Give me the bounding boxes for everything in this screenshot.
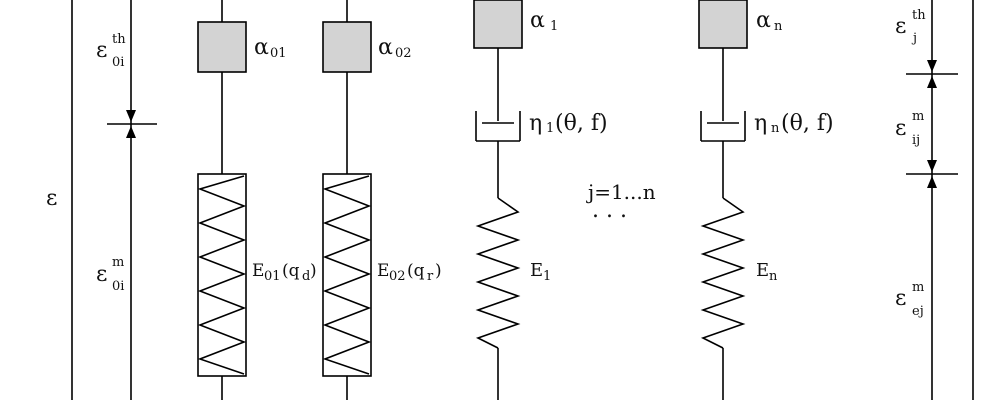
branch-01-spring-zigzag [197,175,247,375]
alpha-n-symbol: α [756,8,771,33]
right-arrow-2-down [927,160,937,172]
e02-close: ) [435,261,442,281]
left-arrow-up [126,126,136,138]
left-thermal-strain-sub: 0i [112,55,125,70]
right-thermal-strain-symbol: ε [895,14,907,39]
right-mech-ij-sub: ij [912,133,921,148]
e01-argsub: d [302,269,311,284]
en-sub: n [769,269,778,284]
left-arrow-down [126,110,136,122]
eta-n-args: (θ, f) [781,111,834,136]
alpha-1-symbol: α [530,8,545,33]
left-thermal-strain-symbol: ε [96,38,108,63]
en-symbol: E [756,260,770,281]
left-mech-strain-symbol: ε [96,262,108,287]
e1-sub: 1 [543,269,552,284]
right-mech-ej-symbol: ε [895,286,907,311]
e01-symbol: E [252,261,265,281]
eta-n-symbol: η [754,111,768,136]
alpha-01-sub: 01 [270,46,287,61]
eta-1-symbol: η [529,111,543,136]
eta-1-sub: 1 [546,121,555,136]
left-thermal-strain-sup: th [112,32,126,47]
left-mech-strain-sup: m [112,255,125,270]
alpha-01-symbol: α [254,35,269,60]
alpha-02-sub: 02 [395,46,412,61]
index-range-label: j=1...n [588,180,656,204]
e02-symbol: E [377,261,390,281]
branch-1-spring-zigzag [475,197,521,349]
e02-sub: 02 [389,269,406,284]
total-strain-label: ε [46,186,58,211]
branch-n-block [698,0,748,49]
branch-ellipsis: . . . [592,198,627,223]
eta-n-sub: n [771,121,780,136]
right-thermal-strain-sub: j [913,31,918,46]
right-mech-ej-sub: ej [912,304,924,319]
branch-01-block [197,21,247,73]
eta-1-args: (θ, f) [555,111,608,136]
branch-02-spring-zigzag [322,175,372,375]
branch-02-block [322,21,372,73]
alpha-02-symbol: α [378,35,393,60]
right-mech-ij-symbol: ε [895,116,907,141]
right-arrow-2-up [927,176,937,188]
e1-symbol: E [530,260,544,281]
right-arrow-1-down [927,60,937,72]
e01-args: (q [282,261,300,281]
branch-n-spring-zigzag [700,197,746,349]
alpha-1-sub: 1 [550,19,559,34]
e02-args: (q [407,261,425,281]
right-mech-ij-sup: m [912,109,925,124]
left-mech-strain-sub: 0i [112,279,125,294]
right-thermal-strain-sup: th [912,8,926,23]
e02-argsub: r [427,269,434,284]
e01-close: ) [310,261,317,281]
alpha-n-sub: n [774,19,783,34]
branch-1-block [473,0,523,49]
e01-sub: 01 [264,269,281,284]
right-arrow-1-up [927,76,937,88]
right-mech-ej-sup: m [912,280,925,295]
